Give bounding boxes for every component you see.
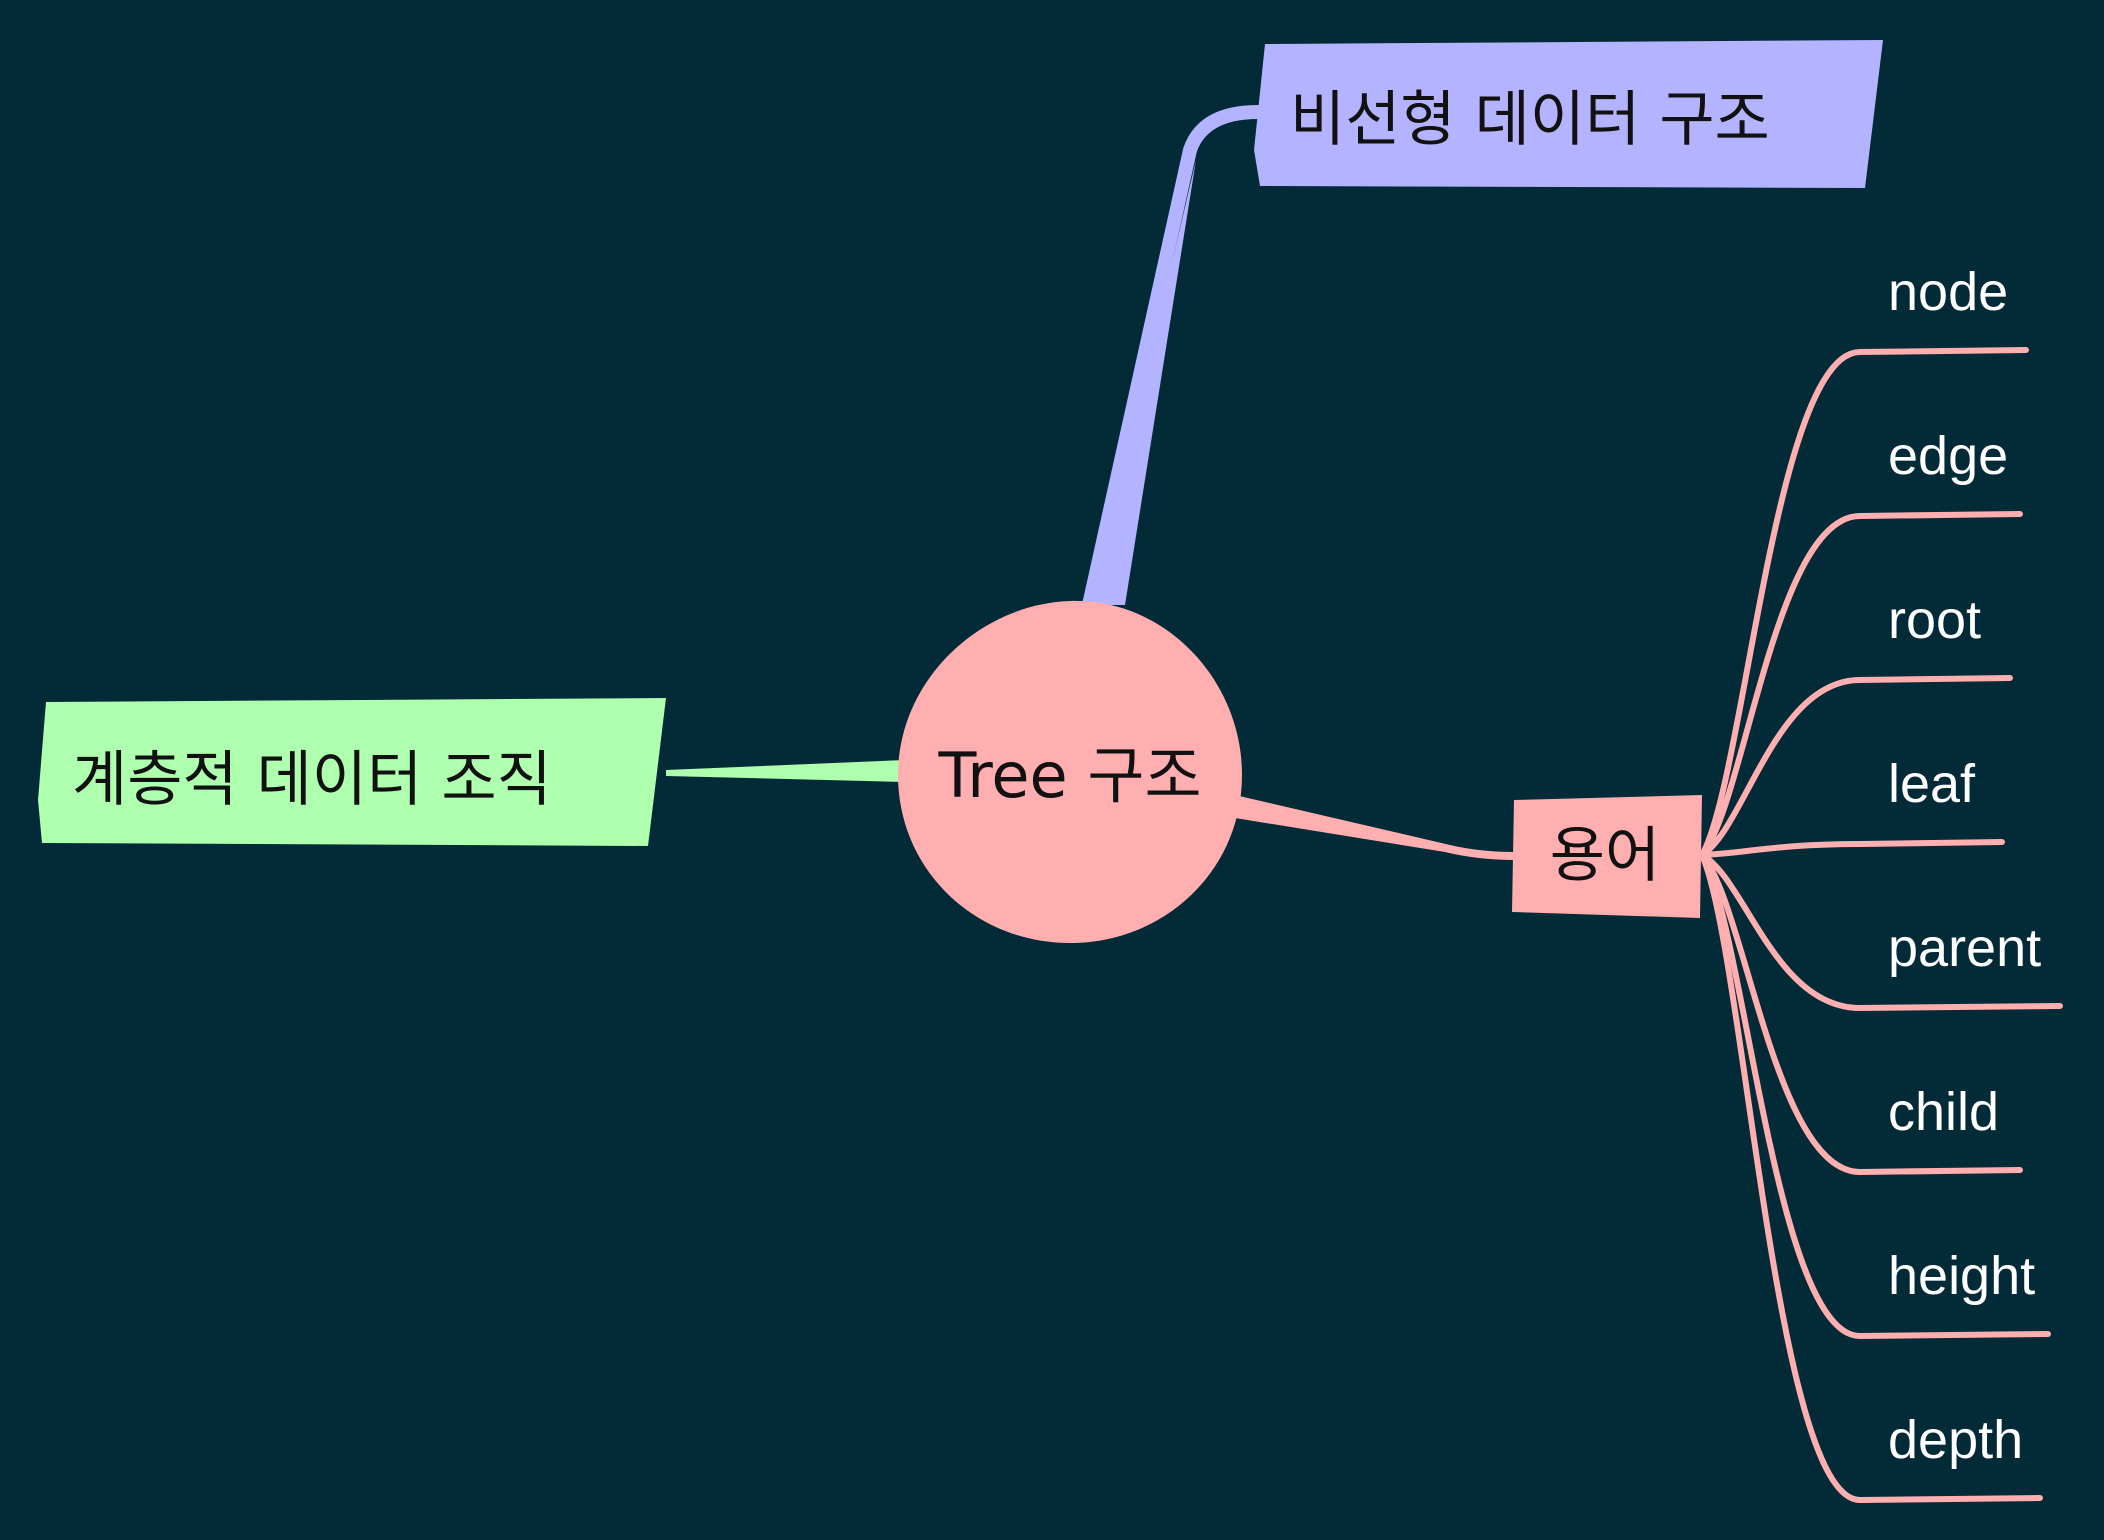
term-label: height (1888, 1246, 2035, 1306)
connector-nonlinear-taper (1092, 160, 1196, 605)
term-connector (1699, 675, 2013, 858)
term-label: parent (1888, 918, 2041, 978)
term-connector (1699, 852, 2043, 1504)
term-connector (1699, 839, 2005, 858)
term-label: child (1888, 1082, 1999, 1142)
term-label: leaf (1888, 754, 1976, 814)
term-label: depth (1888, 1410, 2023, 1470)
term-connector (1699, 852, 2063, 1012)
connector-terms (1235, 795, 1515, 860)
connector-hierarchy (666, 760, 905, 782)
central-node-label: Tree 구조 (938, 739, 1202, 812)
nonlinear-node (1254, 40, 1883, 188)
connector-nonlinear (1082, 105, 1265, 612)
term-leaves: node edge root leaf parent child height depth (1699, 262, 2063, 1504)
term-connector (1699, 511, 2023, 858)
term-connector (1699, 347, 2029, 858)
terms-node-label: 용어 (1550, 821, 1660, 891)
terms-node (1512, 795, 1702, 918)
hierarchy-node-label: 계층적 데이터 조직 (72, 745, 552, 815)
term-label: edge (1888, 426, 2008, 486)
term-label: root (1888, 590, 1981, 650)
central-node (898, 600, 1242, 943)
term-connector (1699, 852, 2051, 1340)
term-connector (1699, 852, 2023, 1176)
term-label: node (1888, 262, 2008, 322)
nonlinear-node-label: 비선형 데이터 구조 (1290, 85, 1770, 155)
hierarchy-node (38, 698, 666, 846)
